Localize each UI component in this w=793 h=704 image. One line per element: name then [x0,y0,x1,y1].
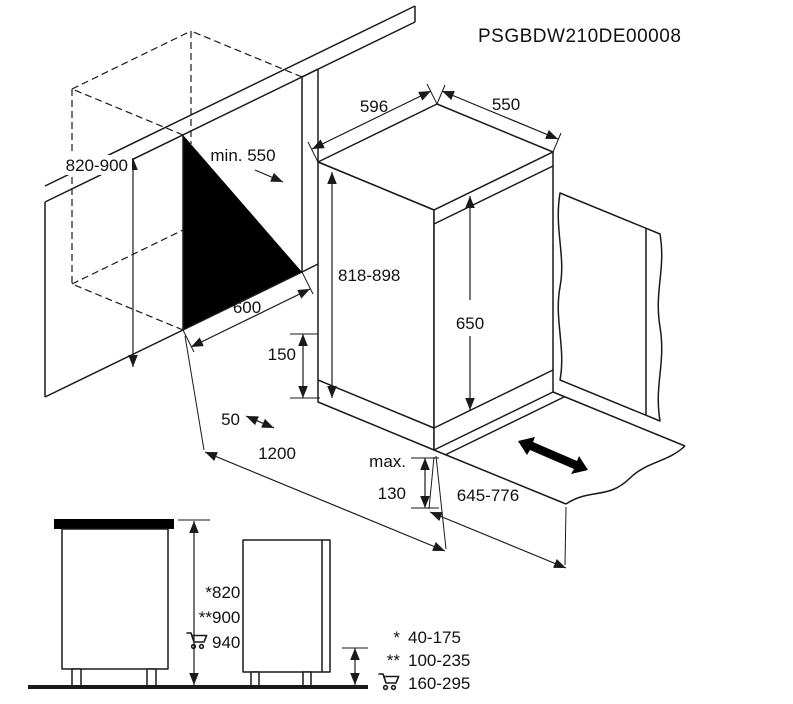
side-view-builtin [242,539,368,687]
plinth-range-labels: * 40-175 ** 100-235 160-295 [378,628,470,693]
worktop-height-value-3: 940 [212,633,240,652]
kitchen-counter [44,5,416,398]
dim-niche-height: 820-900 [66,156,128,175]
open-door [433,391,686,505]
worktop-height-prefix-2: ** [199,608,213,627]
plinth-range-value-2: 100-235 [408,651,470,670]
label-mask [46,155,132,175]
worktop-height-prefix-1: * [205,583,212,602]
worktop-height-labels: * 820 ** 900 940 [186,583,240,652]
cart-icon [186,632,208,650]
hidden-edges [71,30,303,331]
dishwasher-body [317,103,554,451]
dim-open-door-reach: 645-776 [457,486,519,505]
dim-niche-min-depth: min. 550 [210,146,275,165]
dim-connection-length: 1200 [258,444,296,463]
worktop-height-value-2: 900 [212,608,240,627]
slide-direction-arrow [518,437,588,474]
dim-max-label: max. [369,452,406,471]
plinth-range-value-3: 160-295 [408,674,470,693]
dim-appliance-depth: 550 [492,95,520,114]
plinth-range-value-1: 40-175 [408,628,461,647]
plinth-range-prefix-1: * [393,628,400,647]
cart-icon [378,673,400,691]
dimension-lines [128,83,567,569]
dim-niche-width: 600 [233,298,261,317]
worktop-height-value-1: 820 [212,583,240,602]
dim-appliance-width: 596 [360,97,388,116]
dim-plinth-setback: 50 [221,410,240,429]
plinth-range-prefix-2: ** [387,651,401,670]
dim-door-panel-height: 650 [456,314,484,333]
side-view-freestanding [54,519,210,687]
dim-plinth-height: 150 [268,345,296,364]
page-title: PSGBDW210DE00008 [478,26,681,47]
dim-appliance-height: 818-898 [338,266,400,285]
decor-panel [557,192,663,422]
dim-max-value: 130 [378,484,406,503]
niche-shadow [183,135,302,330]
